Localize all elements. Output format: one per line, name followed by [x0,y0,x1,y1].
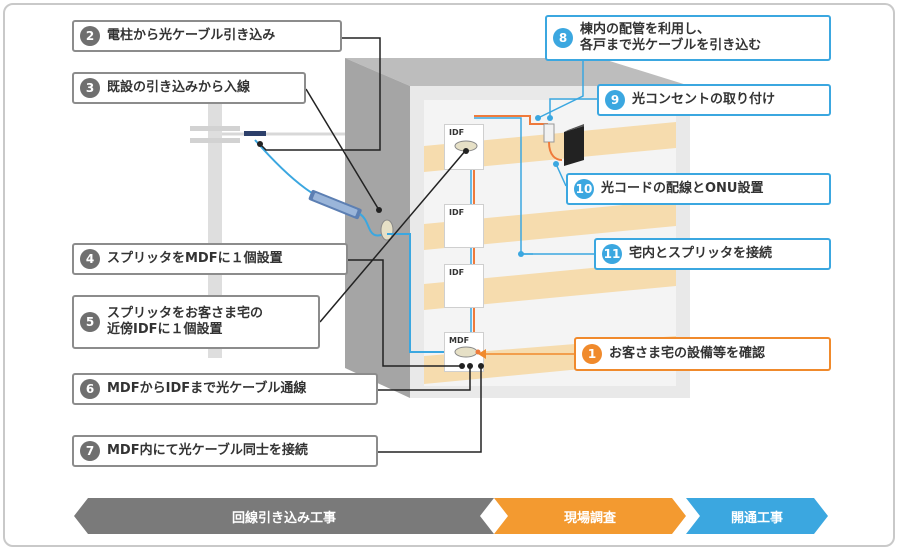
step-1-label: 1 お客さま宅の設備等を確認 [574,337,831,371]
step-text: スプリッタをお客さま宅の 近傍IDFに１個設置 [107,306,264,337]
step-text: 既設の引き込みから入線 [107,80,251,96]
phase-activation: 開通工事 [686,498,828,534]
step-number-badge: 10 [574,179,594,199]
step-text: 棟内の配管を利用し、 各戸まで光ケーブルを引き込む [580,22,762,53]
step-text: スプリッタをMDFに１個設置 [107,251,283,267]
phase-label: 回線引き込み工事 [231,510,336,526]
drop-cable [244,131,394,241]
step-9-label: 9 光コンセントの取り付け [597,84,831,116]
step-3-label: 3 既設の引き込みから入線 [72,72,306,104]
step-text: MDF内にて光ケーブル同士を接続 [107,443,308,459]
step-number-badge: 9 [605,90,625,110]
idf-label: IDF [449,128,465,137]
phase-site-survey: 現場調査 [494,498,686,534]
step-number-badge: 5 [80,312,100,332]
step-number-badge: 8 [553,28,573,48]
step-number-badge: 2 [80,26,100,46]
onu-device [564,126,584,166]
step-6-label: 6 MDFからIDFまで光ケーブル通線 [72,373,378,405]
phase-label: 現場調査 [563,510,616,526]
step-text: お客さま宅の設備等を確認 [609,346,766,362]
phase-label: 開通工事 [730,510,783,526]
step-text: 電柱から光ケーブル引き込み [107,28,276,44]
floor-3 [424,200,676,250]
idf-box-lower: IDF [444,264,484,308]
step-number-badge: 3 [80,78,100,98]
step-2-label: 2 電柱から光ケーブル引き込み [72,20,342,52]
idf-box-middle: IDF [444,204,484,248]
step-text: 光コンセントの取り付け [632,92,776,108]
phase-line-installation: 回線引き込み工事 [74,498,494,534]
step-number-badge: 11 [602,244,622,264]
step-4-label: 4 スプリッタをMDFに１個設置 [72,243,348,275]
cable-closure [308,189,362,220]
step-5-label: 5 スプリッタをお客さま宅の 近傍IDFに１個設置 [72,295,320,349]
step-text: 光コードの配線とONU設置 [601,181,764,197]
mdf-label: MDF [449,336,470,345]
step-11-label: 11 宅内とスプリッタを接続 [594,238,831,270]
floor-2 [424,260,676,310]
step-number-badge: 1 [582,344,602,364]
step-number-badge: 4 [80,249,100,269]
step-7-label: 7 MDF内にて光ケーブル同士を接続 [72,435,378,467]
idf-label: IDF [449,268,465,277]
mdf-splitter [454,346,478,358]
step-8-label: 8 棟内の配管を利用し、 各戸まで光ケーブルを引き込む [545,15,831,61]
step-text: MDFからIDFまで光ケーブル通線 [107,381,307,397]
step-number-badge: 6 [80,379,100,399]
idf-label: IDF [449,208,465,217]
step-text: 宅内とスプリッタを接続 [629,246,773,262]
step-number-badge: 7 [80,441,100,461]
step-10-label: 10 光コードの配線とONU設置 [566,173,831,205]
utility-pole [190,100,345,358]
